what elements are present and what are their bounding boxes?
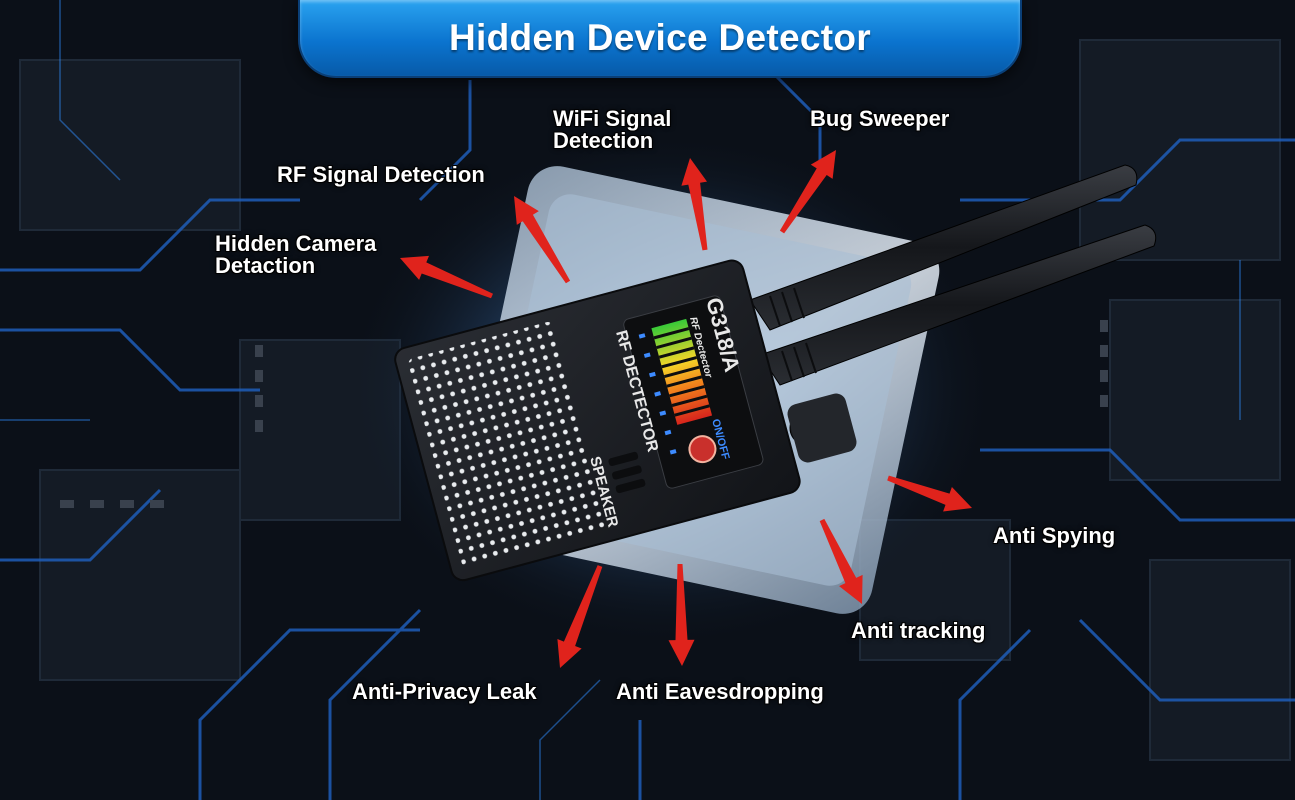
label-line: Hidden Camera [215, 231, 377, 256]
title-banner: Hidden Device Detector [298, 0, 1022, 78]
arrow-rf-signal [514, 196, 571, 284]
label-rf-signal-detection: RF Signal Detection [277, 162, 485, 187]
label-line: WiFi Signal [553, 106, 672, 131]
label-line: Detection [553, 128, 654, 153]
arrow-anti-eavesdropping [668, 564, 695, 666]
arrow-anti-spying [887, 475, 972, 512]
label-wifi-signal-detection: WiFi Signal Detection [553, 108, 671, 152]
label-bug-sweeper: Bug Sweeper [810, 106, 950, 131]
feature-arrows [400, 150, 972, 668]
label-anti-tracking: Anti tracking [851, 618, 986, 643]
label-hidden-camera-detection: Hidden Camera Detaction [215, 233, 376, 277]
arrow-wifi [681, 158, 708, 251]
power-button-icon [688, 435, 717, 464]
arrow-bug-sweeper [779, 150, 836, 234]
label-anti-spying: Anti Spying [993, 523, 1116, 548]
arrow-anti-tracking [819, 518, 863, 604]
page-title: Hidden Device Detector [449, 17, 871, 58]
label-anti-eavesdropping: Anti Eavesdropping [616, 679, 824, 704]
label-anti-privacy-leak: Anti-Privacy Leak [352, 679, 537, 704]
device-body [394, 259, 801, 582]
arrow-anti-privacy [557, 565, 603, 668]
label-line: Detaction [215, 253, 316, 278]
antenna [749, 164, 1157, 463]
arrow-hidden-camera [400, 255, 493, 299]
speaker-grille [408, 322, 607, 567]
